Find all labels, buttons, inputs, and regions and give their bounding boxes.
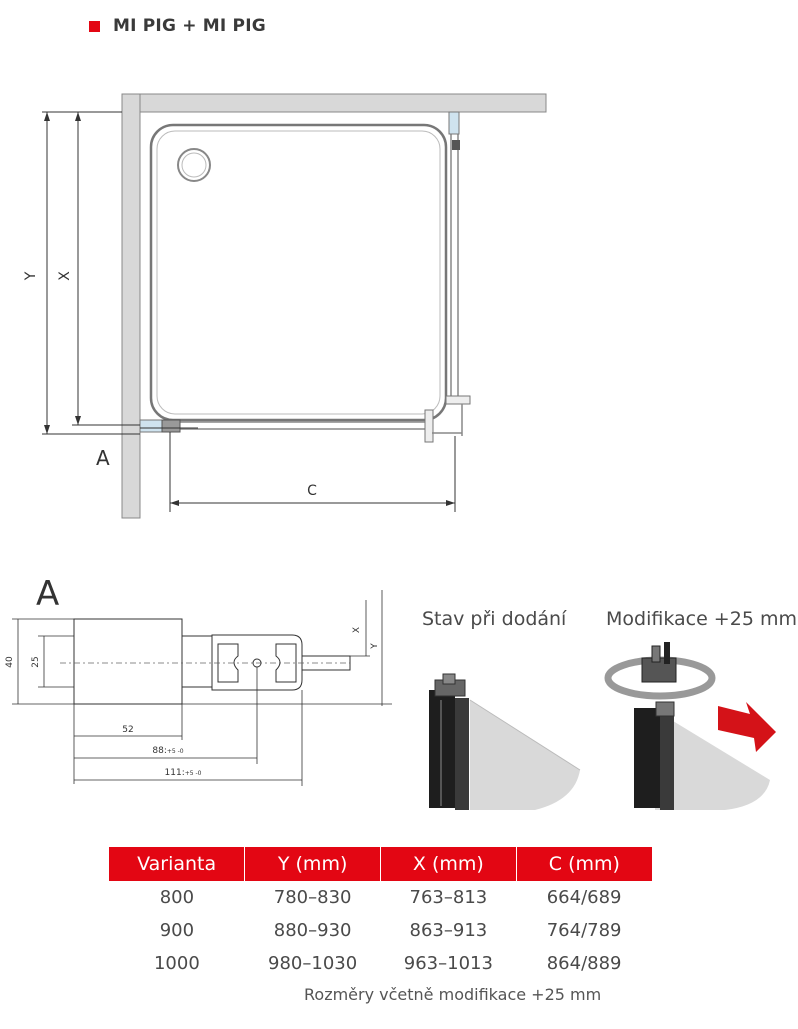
- dim-111: 111:+5 -0: [165, 768, 202, 778]
- dim-88: 88:+5 -0: [152, 746, 183, 756]
- right-door-panel: [450, 129, 459, 401]
- detail-y-label: Y: [370, 643, 380, 650]
- page-title: MI PIG + MI PIG: [113, 16, 266, 36]
- col-header-c: C (mm): [515, 847, 652, 881]
- cell-variant: 900: [159, 920, 195, 941]
- detail-a-title: A: [36, 574, 59, 614]
- modified-state-illustration: [604, 642, 776, 810]
- wall-profile: [73, 618, 183, 705]
- col-header-x: X (mm): [380, 847, 517, 881]
- cell-y: 880–930: [273, 920, 352, 941]
- table-note: Rozměry včetně modifikace +25 mm: [304, 985, 602, 1004]
- cell-c: 764/789: [546, 920, 622, 941]
- cell-x: 763–813: [409, 887, 488, 908]
- col-header-variant: Varianta: [109, 847, 245, 881]
- cell-variant: 800: [159, 887, 195, 908]
- dim-25: 25: [31, 656, 41, 667]
- table-row: 1000 980–1030 963–1013 864/889: [109, 947, 652, 980]
- cell-variant: 1000: [153, 953, 200, 974]
- cell-c: 664/689: [546, 887, 622, 908]
- dim-40: 40: [5, 656, 15, 668]
- red-square-icon: [89, 20, 100, 32]
- table-row: 800 780–830 763–813 664/689: [109, 881, 652, 914]
- dim-52: 52: [122, 725, 133, 735]
- detail-a-diagram: A 40 25 52 88:+5 -0 111:+5 -0 X Y: [5, 574, 392, 786]
- modified-caption: Modifikace +25 mm: [606, 608, 797, 630]
- table-row: 900 880–930 863–913 764/789: [109, 914, 652, 947]
- back-wall: [121, 93, 547, 113]
- page-header: MI PIG + MI PIG: [89, 14, 266, 38]
- cell-x: 863–913: [409, 920, 488, 941]
- side-wall: [121, 93, 141, 519]
- detail-x-label: X: [352, 627, 362, 633]
- front-door-panel: [169, 421, 433, 430]
- dim-c-label: C: [307, 483, 317, 499]
- detail-a-marker: A: [96, 446, 110, 470]
- col-header-y: Y (mm): [244, 847, 381, 881]
- cell-y: 780–830: [273, 887, 352, 908]
- dim-y-label: Y: [23, 271, 39, 281]
- shower-tray: [149, 123, 448, 422]
- delivered-state-illustration: [429, 673, 581, 810]
- variant-table: Varianta Y (mm) X (mm) C (mm) 800 780–83…: [109, 847, 652, 980]
- cell-x: 963–1013: [403, 953, 493, 974]
- dim-x-label: X: [57, 271, 73, 281]
- delivered-caption: Stav při dodání: [422, 608, 567, 630]
- cell-c: 864/889: [546, 953, 622, 974]
- table-header-row: Varianta Y (mm) X (mm) C (mm): [109, 847, 652, 881]
- cell-y: 980–1030: [268, 953, 358, 974]
- drain-circle: [177, 148, 211, 182]
- shower-plan-diagram: Y X A C: [23, 93, 547, 519]
- red-arrow-icon: [718, 702, 776, 752]
